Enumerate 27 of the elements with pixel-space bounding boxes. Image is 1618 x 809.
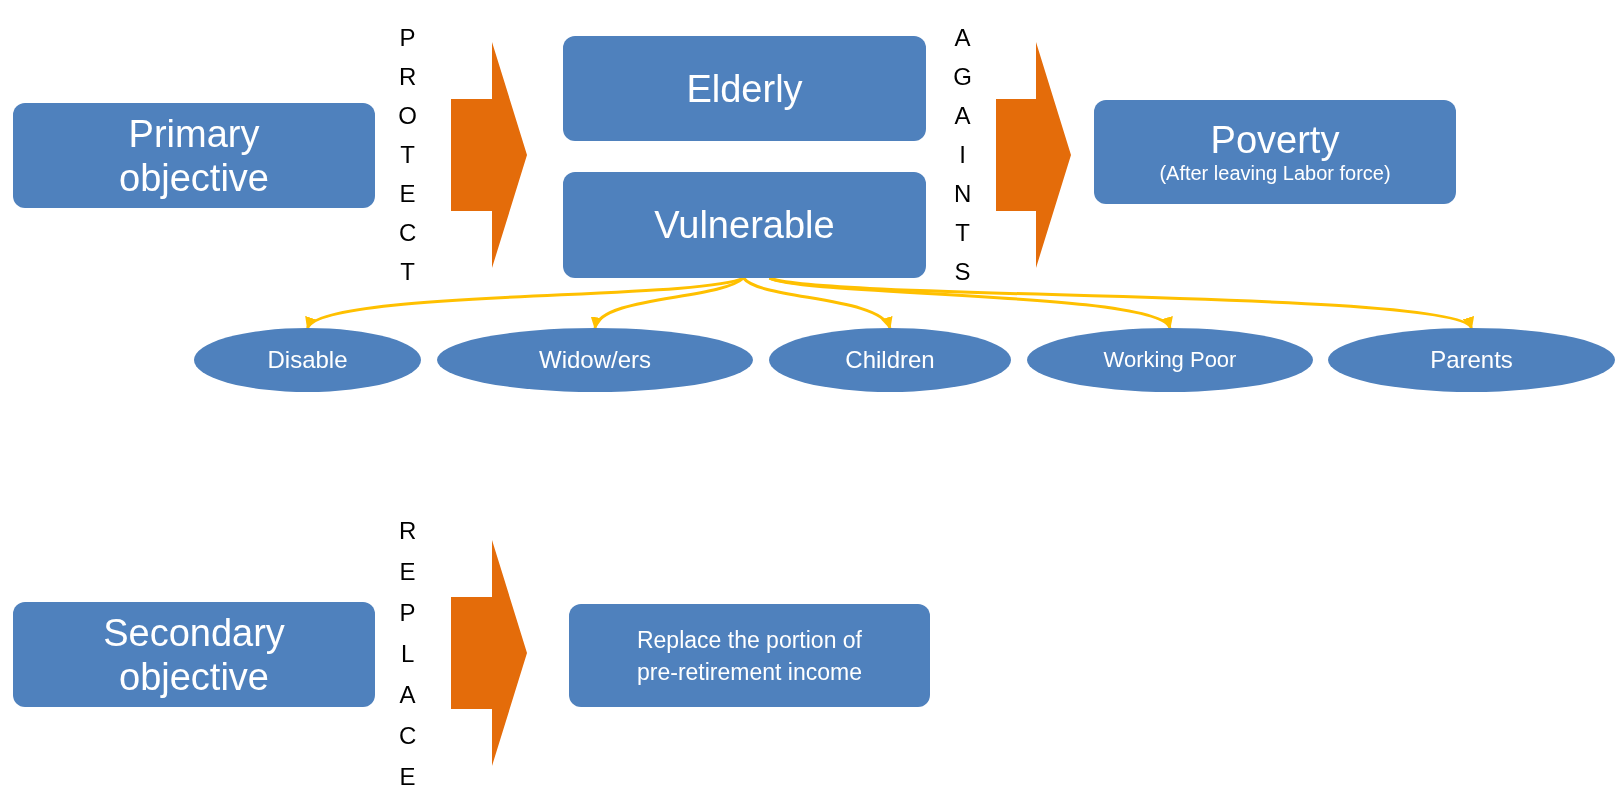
arrow bbox=[593, 276, 745, 330]
process-box bbox=[569, 604, 930, 707]
vertical-label: REPLACE bbox=[398, 516, 418, 792]
node-label: Replace the portion of pre-retirement income bbox=[635, 625, 863, 687]
process-box bbox=[563, 172, 926, 278]
block-arrow bbox=[996, 42, 1071, 268]
vertical-label: PROTECT bbox=[398, 23, 418, 287]
process-box bbox=[13, 602, 375, 707]
node-label: Children bbox=[845, 347, 935, 373]
node-label: Widow/ers bbox=[539, 347, 651, 373]
node-label: Working Poor bbox=[1103, 348, 1237, 372]
node-label: Disable bbox=[267, 347, 348, 373]
vertical-label: AGAINTS bbox=[953, 23, 973, 287]
node-label: Primary objective bbox=[118, 111, 270, 200]
node-label: Vulnerable bbox=[654, 203, 835, 247]
node-label: Secondary objective bbox=[102, 610, 286, 699]
node-subtitle: (After leaving Labor force) bbox=[1159, 161, 1391, 185]
block-arrow bbox=[451, 540, 527, 766]
arrow bbox=[769, 276, 1473, 330]
node-label: Elderly bbox=[686, 66, 803, 111]
arrow bbox=[742, 276, 892, 329]
process-box bbox=[1094, 100, 1456, 204]
node-label: Poverty bbox=[1210, 119, 1340, 161]
process-box bbox=[13, 103, 375, 208]
block-arrow bbox=[451, 42, 527, 268]
process-box bbox=[563, 36, 926, 141]
node-label: Parents bbox=[1430, 347, 1513, 373]
